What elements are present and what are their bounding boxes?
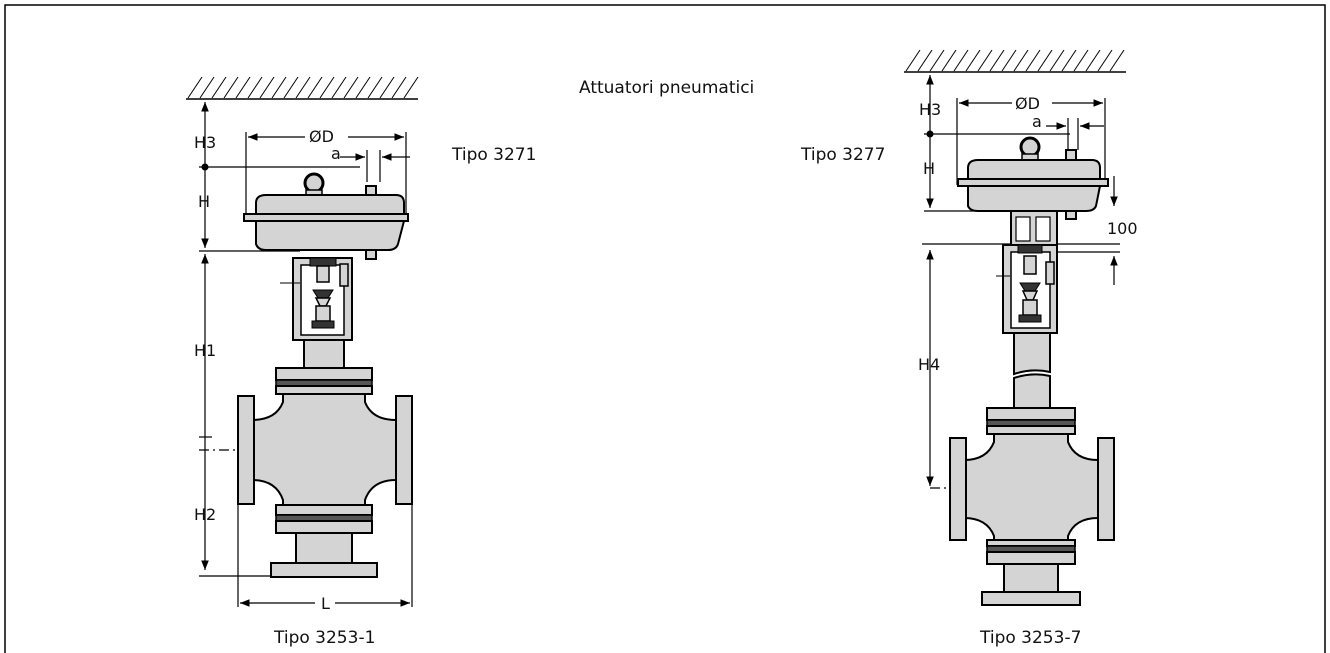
left-valve-label: Tipo 3253-1 (273, 628, 375, 648)
left-actuator (243, 172, 409, 260)
left-dim-h2: H2 (194, 505, 216, 524)
right-actuator-label: Tipo 3277 (800, 145, 885, 165)
right-dim-h: H (923, 159, 935, 178)
right-valve-label: Tipo 3253-7 (979, 628, 1081, 648)
right-ceiling-hatch (904, 49, 1126, 73)
page-frame (4, 4, 1326, 653)
left-dim-od: ØD (309, 127, 334, 146)
right-dim-yoke: 100 (1107, 219, 1138, 238)
left-dim-h3: H3 (194, 133, 216, 152)
left-ceiling-hatch (186, 76, 419, 100)
left-valve-body (237, 367, 413, 578)
right-dim-h3: H3 (919, 100, 941, 119)
left-yoke (280, 257, 353, 341)
left-unit: H3 H H1 H2 ØD a (186, 76, 536, 648)
left-dim-h: H (198, 192, 210, 211)
left-dim-l: L (321, 594, 330, 613)
left-dim-a: a (331, 144, 341, 163)
left-bonnet (303, 339, 345, 369)
right-unit: H3 H H4 100 ØD a (800, 49, 1138, 648)
left-od-dims (245, 132, 410, 218)
right-neck (1013, 332, 1051, 409)
right-dim-a: a (1032, 112, 1042, 131)
right-dim-h4: H4 (918, 355, 940, 374)
right-yoke (996, 210, 1058, 334)
right-od-dims (956, 98, 1106, 185)
left-dim-h1: H1 (194, 341, 216, 360)
page-title: Attuatori pneumatici (579, 78, 754, 98)
left-actuator-label: Tipo 3271 (451, 145, 536, 165)
right-valve-body (949, 407, 1115, 606)
right-actuator (957, 136, 1109, 220)
right-dim-od: ØD (1015, 94, 1040, 113)
left-l-dim (237, 505, 413, 607)
